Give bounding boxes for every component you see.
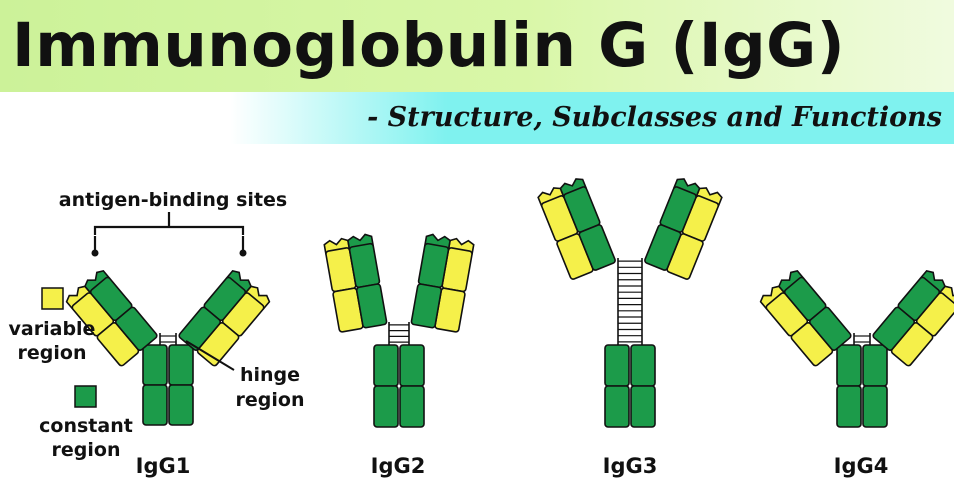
antigen-pointer-dot-right (239, 249, 247, 257)
fc-domain-lower-right (862, 385, 888, 428)
fc-domain-upper-left (373, 344, 399, 387)
fc-domain-upper-right (399, 344, 425, 387)
fc-domain-upper-left (142, 344, 168, 386)
fab-arm-left (759, 269, 852, 367)
antibody-igg3 (537, 178, 723, 428)
heavy-chain-constant-domain (872, 306, 916, 352)
fc-domain-upper-right (862, 344, 888, 387)
constant-region-label-line2: region (52, 439, 121, 461)
fab-arm-left (537, 178, 616, 280)
fab-arm-right (410, 233, 475, 333)
fc-domain-lower-left (373, 385, 399, 428)
fc-domain-lower-right (399, 385, 425, 428)
heavy-chain-constant-domain (114, 306, 158, 352)
heavy-chain-constant-domain (410, 283, 443, 329)
fc-domain-upper-left (604, 344, 630, 387)
antigen-binding-sites-label: antigen-binding sites (59, 189, 287, 211)
hinge-pointer-line (185, 340, 235, 371)
legend: variable region constant region (9, 287, 133, 461)
heavy-chain-constant-domain (808, 306, 852, 352)
antibody-structures (65, 178, 954, 428)
antibody-igg1 (65, 269, 271, 426)
hinge-region-annotation: hinge region (185, 340, 305, 411)
fc-domain-upper-right (630, 344, 656, 387)
heavy-chain-constant-domain (578, 224, 616, 271)
fc-domain-upper-right (168, 344, 194, 386)
heavy-chain-constant-domain (178, 306, 222, 352)
heavy-chain-constant-domain (355, 283, 388, 329)
fc-domain-lower-left (836, 385, 862, 428)
antibody-igg2 (323, 233, 475, 428)
page-title: Immunoglobulin G (IgG) (12, 10, 846, 81)
antigen-pointer-dot-left (91, 249, 99, 257)
fab-arm-right (872, 269, 954, 367)
fab-arm-right (644, 178, 723, 280)
fc-domain-lower-right (630, 385, 656, 428)
fab-arm-left (65, 269, 158, 367)
hinge-region-label-line2: region (236, 389, 305, 411)
fc-domain-lower-left (604, 385, 630, 428)
fc-domain-upper-left (836, 344, 862, 387)
fc-domain-lower-right (168, 384, 194, 426)
fc-region (142, 344, 194, 426)
antigen-bracket (93, 212, 245, 235)
hinge-region (159, 333, 177, 345)
hinge-region-label: hinge (240, 364, 300, 386)
title-banner (0, 0, 954, 92)
hinge-region (388, 322, 410, 345)
subclass-label-igg2: IgG2 (371, 454, 426, 478)
page-subtitle: - Structure, Subclasses and Functions (367, 102, 942, 133)
heavy-chain-constant-domain (644, 224, 682, 271)
constant-region-swatch (74, 385, 97, 408)
fab-arm-left (323, 233, 388, 333)
fc-region (373, 344, 425, 428)
fc-region (836, 344, 888, 428)
hinge-region (617, 258, 643, 345)
subclass-label-igg3: IgG3 (603, 454, 658, 478)
variable-region-label: variable (9, 318, 96, 340)
subclass-label-igg1: IgG1 (136, 454, 191, 478)
antigen-binding-sites-annotation: antigen-binding sites (59, 189, 287, 257)
hinge-region (853, 333, 871, 345)
light-chain-tip (938, 285, 954, 310)
fc-domain-lower-left (142, 384, 168, 426)
antibody-igg4 (759, 269, 954, 428)
subclass-label-igg4: IgG4 (834, 454, 889, 478)
constant-region-label: constant (39, 415, 133, 437)
subtitle-banner (230, 92, 954, 144)
variable-region-label-line2: region (18, 342, 87, 364)
variable-region-swatch (41, 287, 64, 310)
fc-region (604, 344, 656, 428)
